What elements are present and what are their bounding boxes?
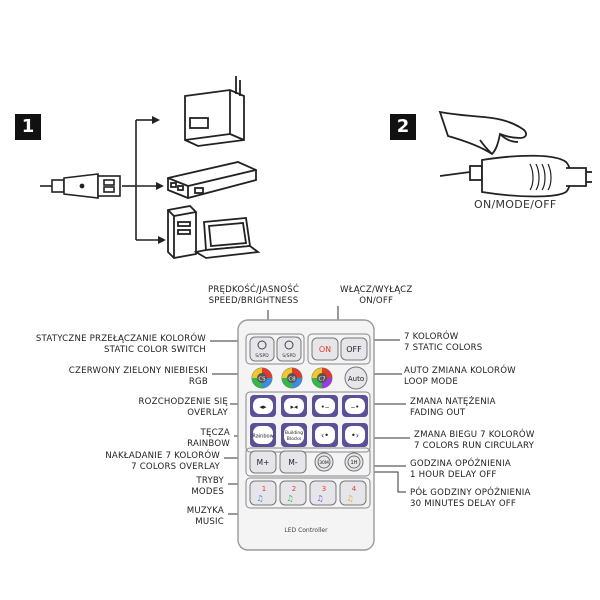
step-1-badge: 1: [15, 114, 41, 140]
wall-adapter-icon: [184, 76, 245, 147]
inline-controller-icon: [439, 154, 592, 198]
mode-minus-label: M-: [288, 458, 297, 467]
music-4-button[interactable]: 4 ♫: [339, 480, 367, 506]
music-4-label: 4: [352, 485, 357, 493]
step-2-caption: ON/MODE/OFF: [474, 198, 557, 211]
color-c7-button[interactable]: C7: [311, 367, 333, 389]
off-button[interactable]: OFF: [340, 337, 368, 361]
remote-brand-text: LED Controller: [284, 527, 328, 534]
mode-plus-button[interactable]: M+: [249, 450, 277, 474]
hand-pressing-icon: [438, 110, 527, 156]
rainbow-label: Rainbow: [252, 434, 273, 440]
color-c7-label: C7: [318, 377, 326, 383]
step-2-badge: 2: [390, 114, 416, 140]
color-cs-button[interactable]: CS: [251, 367, 273, 389]
color-cs-label: CS: [258, 377, 266, 383]
delay-30m-label: 30M: [319, 460, 329, 466]
music-note-icon-3: ♫: [316, 494, 323, 503]
music-note-icon-2: ♫: [286, 494, 293, 503]
music-1-label: 1: [262, 485, 266, 493]
color-c8-button[interactable]: C8: [281, 367, 303, 389]
auto-button[interactable]: Auto: [344, 366, 368, 390]
circular-right-icon: •›: [351, 431, 359, 440]
speed-down-button[interactable]: S/SPD: [276, 336, 302, 362]
fading-icon-2: ‒•: [351, 403, 360, 411]
overlay-arrows-icon-2: ▸◂: [290, 403, 298, 411]
auto-label: Auto: [348, 375, 364, 383]
on-label: ON: [319, 345, 331, 354]
rainbow-button[interactable]: Rainbow: [250, 423, 276, 447]
connection-arrows: [122, 116, 166, 244]
circular-left-icon: ‹•: [321, 431, 329, 440]
overlay-arrows-icon: ◂▸: [259, 403, 267, 411]
off-label: OFF: [346, 345, 362, 354]
music-1-button[interactable]: 1 ♫: [249, 480, 277, 506]
fading-button-1[interactable]: •‒: [312, 395, 338, 417]
speed-down-label: S/SPD: [282, 353, 296, 359]
music-2-label: 2: [292, 485, 296, 493]
overlay-button-2[interactable]: ▸◂: [281, 395, 307, 417]
music-3-label: 3: [322, 485, 326, 493]
computer-icon: [167, 205, 261, 259]
music-note-icon-4: ♫: [346, 494, 353, 503]
music-2-button[interactable]: 2 ♫: [279, 480, 307, 506]
circular-button-1[interactable]: ‹•: [312, 423, 338, 447]
fading-icon: •‒: [321, 403, 330, 411]
speed-up-button[interactable]: S/SPD: [249, 336, 275, 362]
building-blocks-label-2: Blocks: [287, 436, 302, 442]
circular-button-2[interactable]: •›: [342, 423, 368, 447]
speed-up-label: S/SPD: [255, 353, 269, 359]
mode-plus-label: M+: [257, 458, 270, 467]
building-blocks-button[interactable]: Building Blocks: [281, 423, 307, 447]
mode-minus-button[interactable]: M-: [279, 450, 307, 474]
music-3-button[interactable]: 3 ♫: [309, 480, 337, 506]
overlay-button-1[interactable]: ◂▸: [250, 395, 276, 417]
building-blocks-label-1: Building: [285, 430, 303, 436]
color-c8-label: C8: [288, 377, 296, 383]
music-note-icon: ♫: [256, 494, 263, 503]
delay-30m-button[interactable]: 30M: [314, 452, 334, 472]
delay-1h-button[interactable]: 1H: [344, 452, 364, 472]
fading-button-2[interactable]: ‒•: [342, 395, 368, 417]
on-button[interactable]: ON: [311, 337, 339, 361]
usb-plug-icon: [40, 173, 121, 199]
power-bank-icon: [167, 161, 257, 199]
delay-1h-label: 1H: [351, 460, 358, 466]
